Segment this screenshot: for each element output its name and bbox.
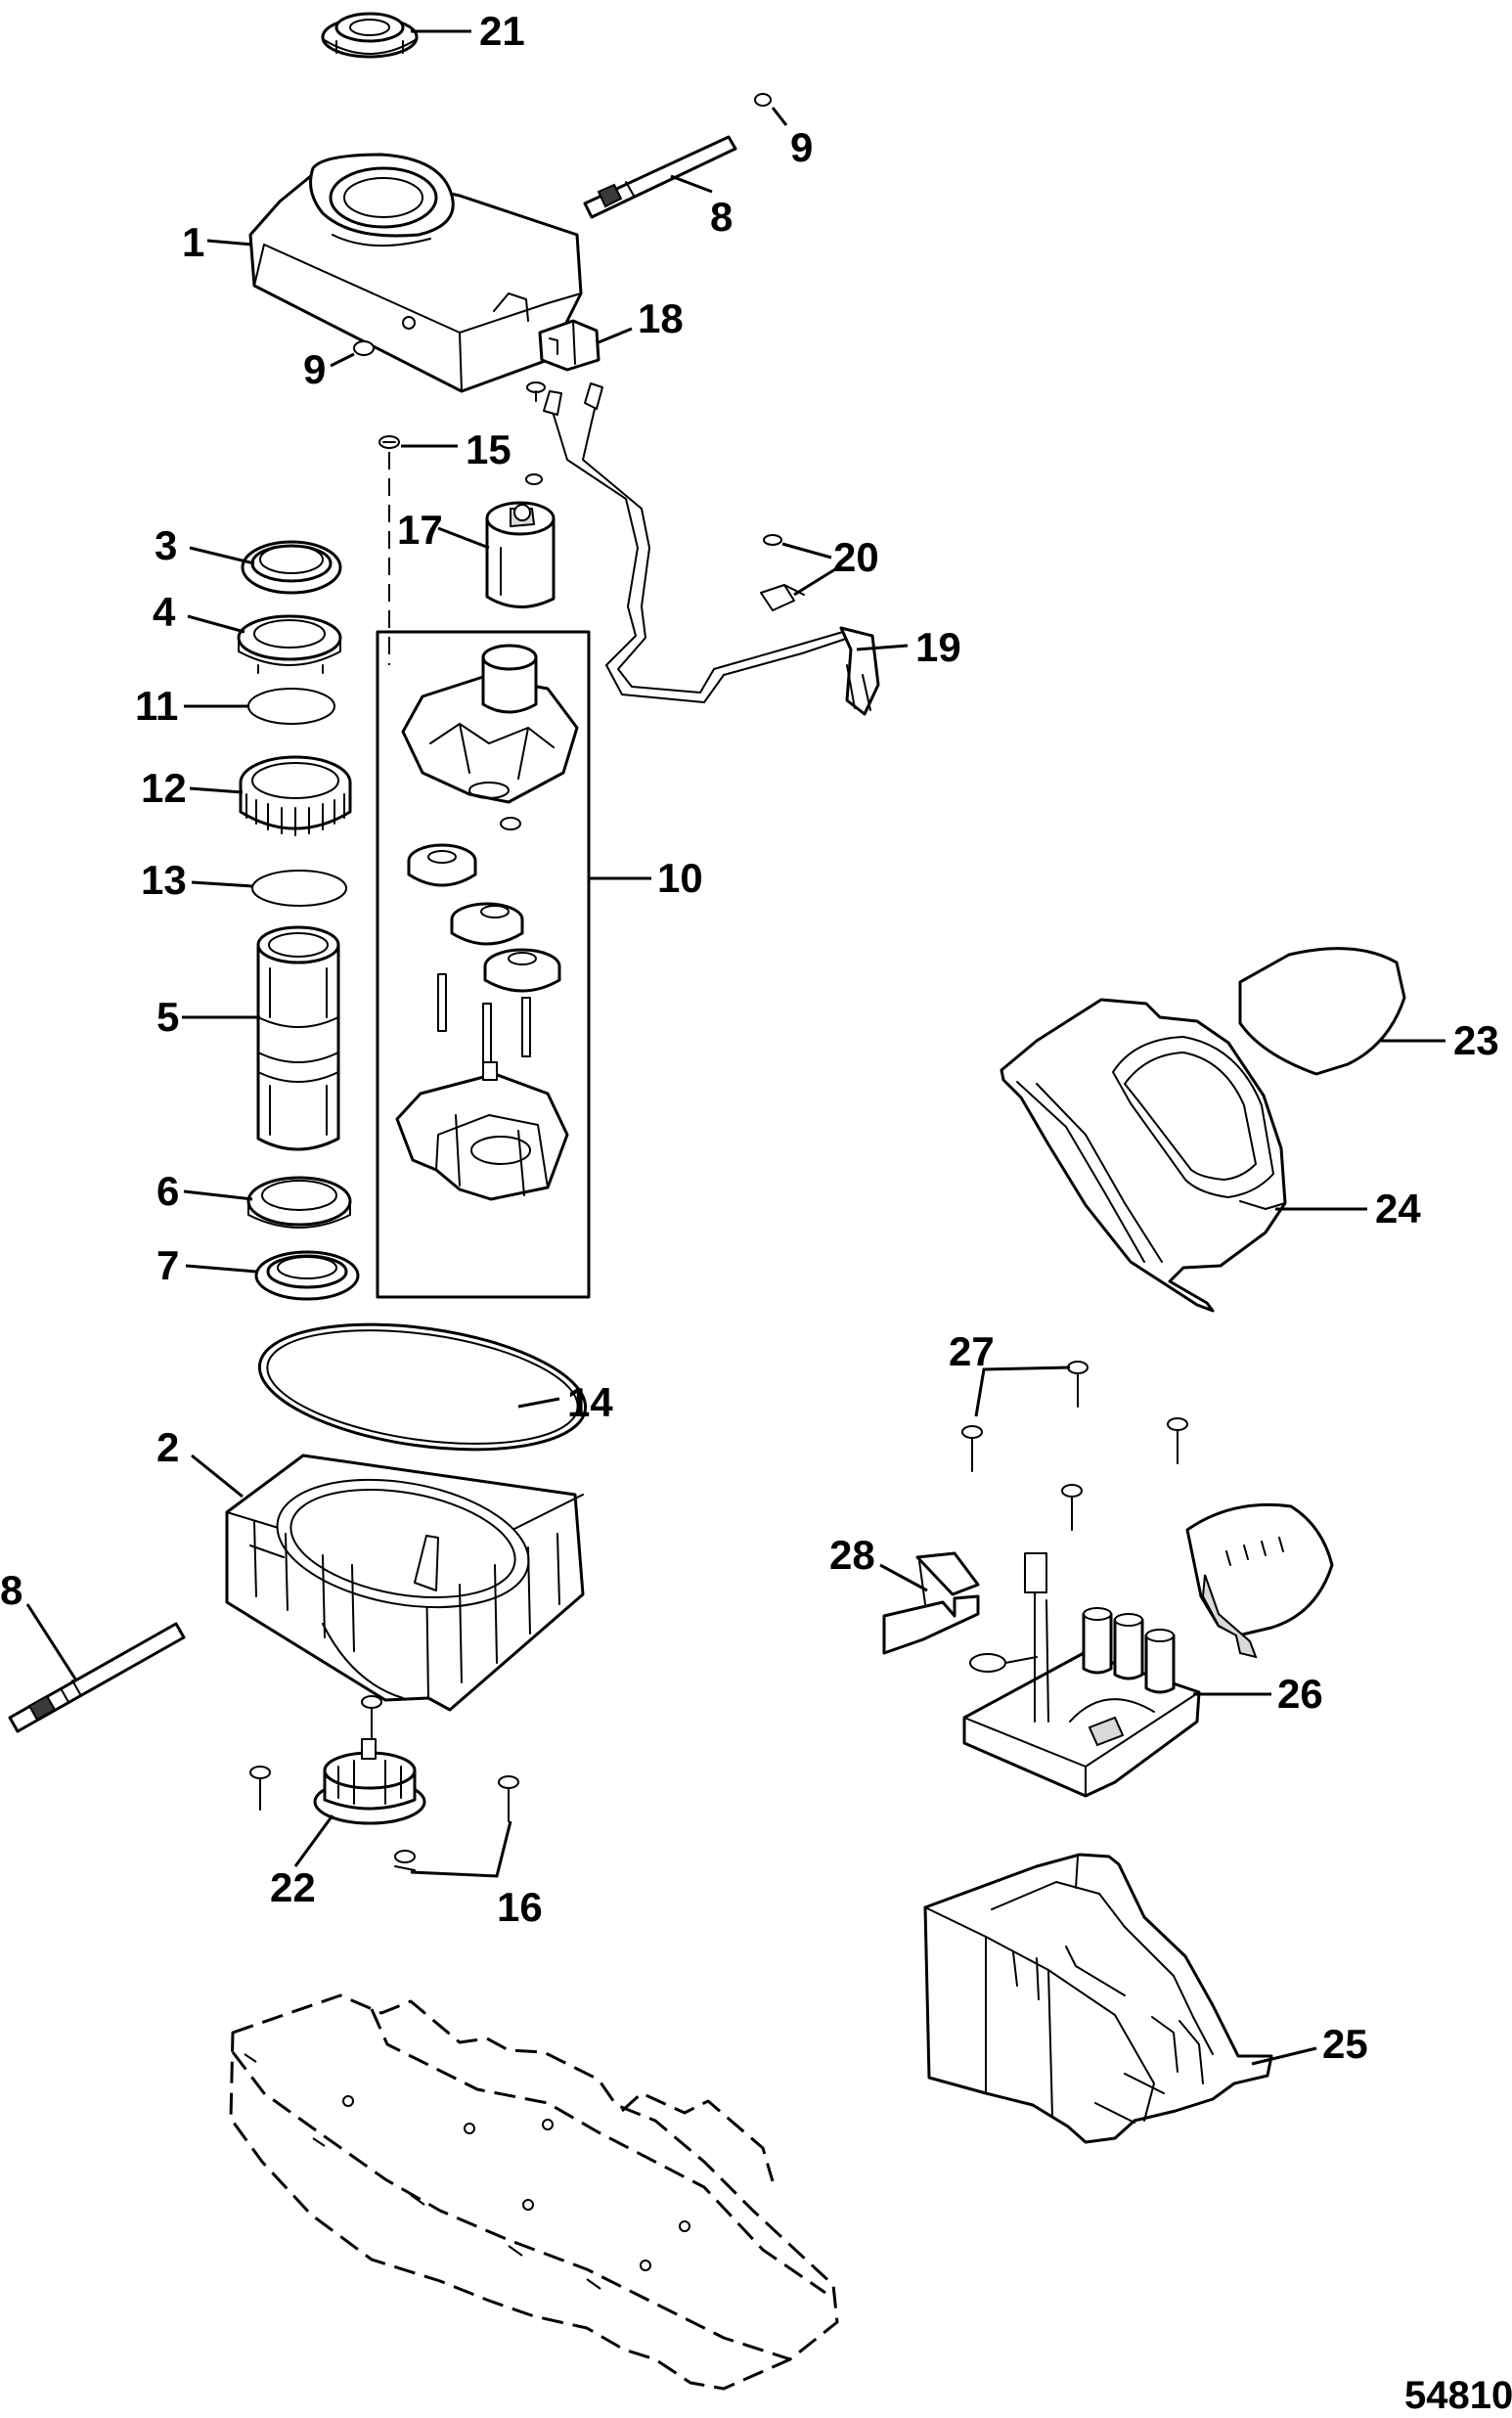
callout-11: 11 (135, 683, 178, 729)
part-25-lower-case (923, 1853, 1273, 2144)
callout-23: 23 (1453, 1017, 1499, 1063)
part-18-connector (538, 319, 600, 372)
callout-22: 22 (270, 1864, 316, 1910)
callout-27: 27 (949, 1328, 995, 1374)
part-28-bracket (882, 1551, 980, 1655)
part-8-shaft-bottom (8, 1622, 186, 1733)
callout-2: 2 (156, 1424, 179, 1470)
callout-13: 13 (141, 857, 187, 903)
callout-1: 1 (182, 219, 204, 265)
part-5-tube (256, 925, 340, 1151)
callout-8-bottom: 8 (0, 1567, 22, 1613)
part-1-cover (248, 153, 583, 393)
callout-24: 24 (1375, 1186, 1421, 1231)
part-6-bearing (246, 1176, 352, 1229)
callout-26: 26 (1277, 1671, 1323, 1717)
part-10-gearbox-box (376, 630, 591, 1299)
part-19-harness (543, 382, 880, 716)
callout-4: 4 (153, 589, 176, 635)
part-12-ring-gear (239, 755, 352, 836)
part-14-gasket (257, 1322, 588, 1452)
callout-7: 7 (156, 1242, 179, 1288)
callout-15: 15 (466, 426, 511, 472)
part-7-seal (254, 1250, 360, 1301)
callout-17: 17 (397, 507, 443, 553)
figure-reference-number: 54810 (1404, 2374, 1512, 2417)
callout-14: 14 (567, 1379, 613, 1425)
part-23-pad (1238, 947, 1406, 1076)
part-13-ring (251, 870, 347, 907)
callout-19: 19 (915, 624, 961, 670)
part-24-top-cover (1000, 998, 1287, 1313)
part-8-shaft-top (583, 135, 737, 219)
callout-9-left: 9 (303, 346, 326, 392)
part-4-bushing (237, 614, 342, 674)
callout-18: 18 (638, 295, 684, 341)
callout-25: 25 (1322, 2021, 1368, 2067)
callout-8-top: 8 (710, 194, 733, 240)
part-27-screws (961, 1361, 1188, 1531)
part-26-controller (962, 1552, 1201, 1798)
part-9-oring-left (353, 340, 375, 356)
part-15-screw (378, 435, 400, 449)
callout-6: 6 (156, 1168, 179, 1214)
part-22-insert (313, 1738, 426, 1825)
callout-9-top: 9 (790, 124, 813, 170)
part-2-base (225, 1454, 585, 1712)
part-20-clip (760, 534, 805, 611)
callout-5: 5 (156, 994, 179, 1040)
screw-group-16 (249, 1695, 519, 1871)
callout-12: 12 (141, 765, 187, 811)
display-module-ribbon (1185, 1502, 1334, 1659)
part-21-cap (321, 12, 419, 59)
callout-21: 21 (479, 8, 525, 54)
callout-10: 10 (657, 855, 703, 901)
screw-near-cover (526, 381, 546, 402)
callout-16: 16 (497, 1884, 543, 1930)
callout-3: 3 (155, 522, 177, 568)
part-3-bearing-ring (241, 540, 342, 595)
callout-20: 20 (833, 534, 879, 580)
mounting-bracket-outline (229, 1993, 839, 2391)
callout-28: 28 (829, 1532, 875, 1578)
part-11-ring (247, 688, 335, 725)
part-17-motor (485, 473, 556, 608)
part-9-oring-top (754, 93, 772, 107)
